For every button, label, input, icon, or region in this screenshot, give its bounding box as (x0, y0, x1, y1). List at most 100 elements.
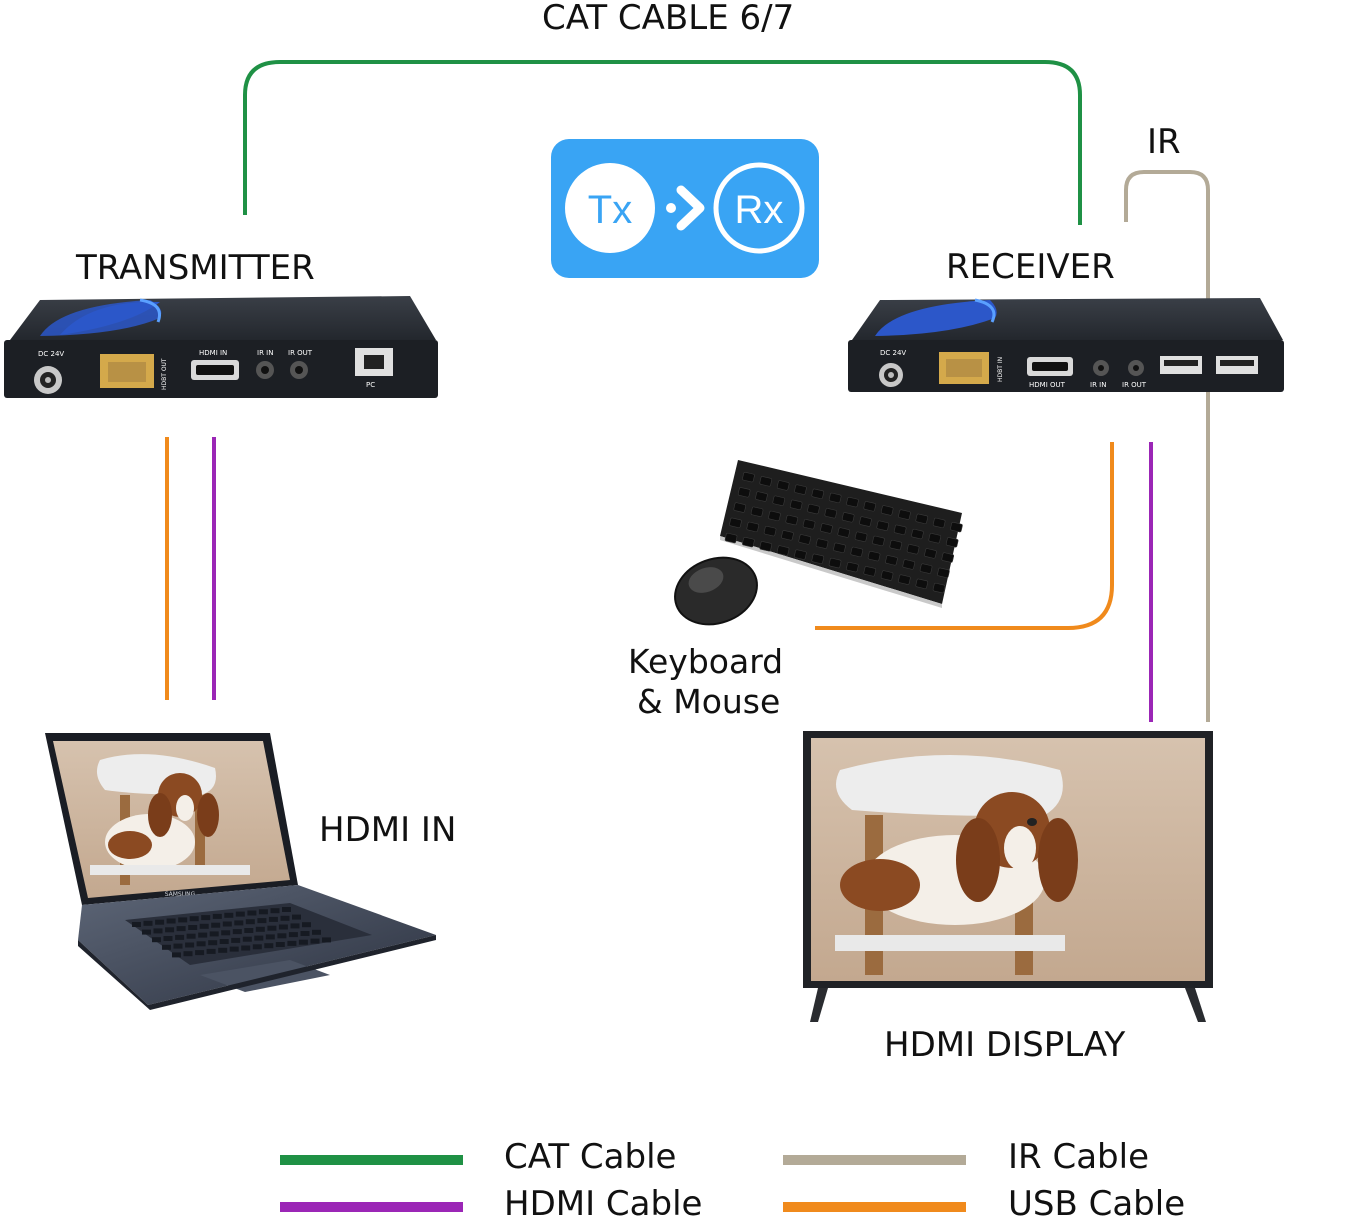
keyboard-keys (724, 471, 963, 594)
keyboard-key (846, 561, 859, 573)
keyboard-key (885, 555, 898, 566)
laptop-key (186, 933, 196, 939)
keyboard-key (746, 521, 760, 533)
laptop-key (322, 937, 331, 943)
legend-usb-swatch (783, 1202, 966, 1212)
keyboard-key (854, 531, 868, 542)
tv-display-icon (803, 731, 1213, 1022)
keyboard-key (876, 520, 890, 531)
keyboard-key (798, 534, 812, 545)
keyboard-key (828, 557, 842, 569)
laptop-brand-label: SAMSUNG (165, 891, 196, 898)
laptop-key (257, 918, 267, 924)
laptop-key (267, 925, 277, 931)
laptop-key (173, 943, 183, 949)
hdmi-display-label: HDMI DISPLAY (884, 1025, 1126, 1065)
cat-cable-line (243, 60, 1082, 225)
keyboard-key (880, 505, 894, 516)
laptop-key (245, 919, 255, 925)
keyboard-key (811, 553, 825, 564)
keyboard-mouse-label-line1: Keyboard (628, 642, 784, 681)
laptop-key (221, 930, 231, 936)
legend-hdmi-swatch (280, 1202, 463, 1212)
laptop-key (155, 919, 165, 925)
keyboard-key (937, 567, 950, 578)
laptop-key (231, 937, 241, 943)
receiver-device: DC 24V HDBT IN HDMI OUT IR IN IR OUT (848, 298, 1284, 392)
transmitter-ir-in-label: IR IN (257, 349, 273, 357)
rx-circle-icon (713, 162, 805, 254)
keyboard-key (950, 521, 963, 533)
arrow-right-icon (666, 185, 705, 231)
keyboard-key (893, 524, 907, 535)
laptop-key (142, 929, 151, 935)
laptop-key (268, 916, 278, 922)
keyboard-key (863, 566, 877, 577)
laptop-key (278, 924, 288, 930)
laptop-key (277, 933, 287, 939)
keyboard-key (867, 550, 881, 562)
laptop-key (163, 936, 173, 941)
laptop-key (235, 911, 245, 917)
keyboard-key (781, 530, 794, 541)
receiver-ir-out-label: IR OUT (1122, 381, 1147, 389)
laptop-key (165, 927, 175, 933)
laptop-key (166, 918, 176, 924)
keyboard-key (945, 537, 959, 548)
hdmi-in-label: HDMI IN (319, 810, 457, 850)
laptop-key (219, 939, 229, 944)
laptop-key (287, 940, 297, 946)
keyboard-key (898, 574, 911, 585)
rx-badge-text: Rx (735, 188, 784, 232)
laptop-key (290, 923, 300, 929)
keyboard-icon (720, 460, 963, 608)
keyboard-key (828, 492, 842, 504)
laptop-key (178, 917, 188, 923)
laptop-key (258, 909, 268, 915)
laptop-key (298, 939, 308, 945)
keyboard-key (824, 508, 838, 519)
keyboard-key (863, 501, 877, 512)
keyboard-key (815, 538, 829, 549)
laptop-icon: SAMSUNG (45, 733, 436, 1010)
laptop-key (212, 913, 222, 919)
laptop-key (229, 946, 239, 952)
laptop-key (265, 934, 275, 940)
keyboard-key (737, 487, 751, 498)
keyboard-key (837, 527, 851, 538)
keyboard-key (880, 570, 894, 581)
laptop-key (275, 942, 285, 947)
keyboard-key (902, 559, 916, 570)
transmitter-label: TRANSMITTER (76, 248, 315, 288)
laptop-key (196, 941, 206, 947)
keyboard-key (833, 542, 846, 553)
tv-screen-dog-image (835, 755, 1078, 975)
legend-usb-label: USB Cable (1008, 1184, 1186, 1223)
laptop-key (189, 916, 199, 922)
laptop-key (185, 942, 195, 948)
keyboard-key (763, 525, 777, 537)
keyboard-key (915, 513, 929, 524)
legend-hdmi-label: HDMI Cable (504, 1184, 703, 1223)
laptop-key (310, 938, 320, 944)
laptop-key (302, 922, 311, 928)
keyboard-key (724, 532, 738, 544)
laptop-key (198, 932, 208, 938)
keyboard-key (932, 517, 946, 529)
laptop-key (270, 908, 280, 914)
keyboard-key (932, 582, 946, 594)
laptop-key (247, 910, 257, 916)
cat-cable-label: CAT CABLE 6/7 (542, 0, 795, 38)
tx-circle-icon (565, 163, 655, 253)
laptop-key (234, 920, 244, 926)
keyboard-key (911, 528, 924, 540)
laptop-key (188, 925, 198, 930)
laptop-key (224, 912, 234, 918)
keyboard-key (742, 471, 755, 483)
laptop-key (264, 943, 274, 949)
keyboard-key (742, 536, 755, 548)
laptop-key (208, 940, 218, 946)
laptop-key (195, 950, 205, 956)
laptop-key (252, 944, 262, 950)
keyboard-key (789, 499, 803, 510)
